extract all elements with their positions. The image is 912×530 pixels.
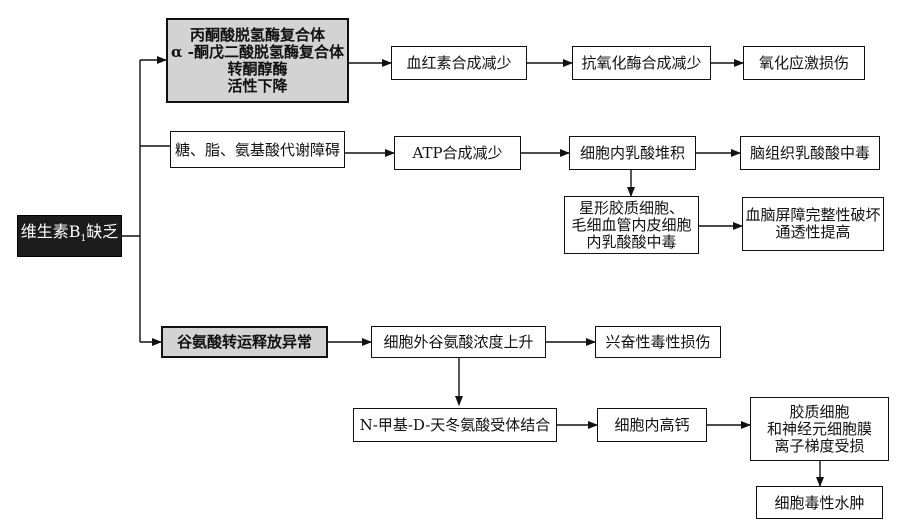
glutamate-node: 谷氨酸转运释放异常 — [161, 326, 328, 358]
nmda-node: N-甲基-D-天冬氨酸受体结合 — [353, 408, 557, 442]
heme-node: 血红素合成减少 — [391, 46, 527, 80]
astrocyte-node: 星形胶质细胞、 毛细血管内皮细胞 内乳酸酸中毒 — [564, 196, 699, 254]
glutamate-extracellular-node: 细胞外谷氨酸浓度上升 — [371, 326, 546, 358]
root-node: 维生素B1缺乏 — [17, 215, 122, 257]
edema-node: 细胞毒性水肿 — [756, 486, 883, 519]
bbb-node: 血脑屏障完整性破坏 通透性提高 — [742, 197, 884, 251]
antioxidant-node: 抗氧化酶合成减少 — [572, 46, 711, 80]
brain-lactate-node: 脑组织乳酸酸中毒 — [740, 136, 880, 170]
lactate-node: 细胞内乳酸堆积 — [569, 136, 696, 170]
enzyme-activity-node: 丙酮酸脱氢酶复合体 α -酮戊二酸脱氢酶复合体 转酮醇酶 活性下降 — [166, 18, 349, 103]
oxidative-stress-node: 氧化应激损伤 — [743, 46, 865, 80]
glia-membrane-node: 胶质细胞 和神经元细胞膜 离子梯度受损 — [750, 397, 889, 461]
calcium-node: 细胞内高钙 — [597, 408, 707, 442]
excitotoxicity-node: 兴奋性毒性损伤 — [595, 326, 721, 358]
atp-node: ATP合成减少 — [394, 136, 521, 170]
metabolism-node: 糖、脂、氨基酸代谢障碍 — [170, 131, 345, 168]
